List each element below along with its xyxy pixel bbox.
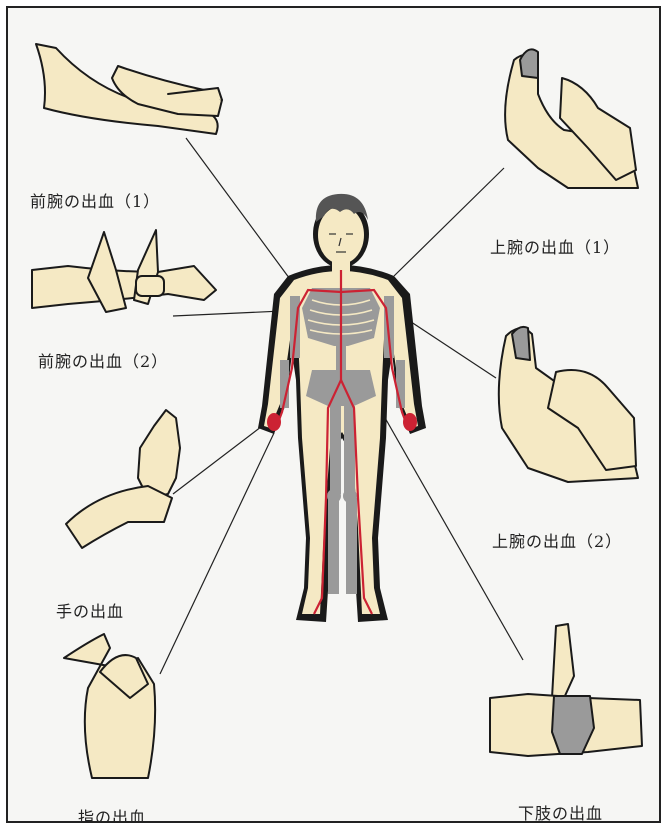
pressure-points-diagram xyxy=(8,8,661,823)
vignette-finger xyxy=(64,634,155,778)
label-forearm-bleeding-2: 前腕の出血（2） xyxy=(38,348,168,372)
leader-line-forearm-1 xyxy=(186,138,298,290)
label-upper-arm-bleeding-1: 上腕の出血（1） xyxy=(490,234,620,258)
vignette-forearm-2 xyxy=(32,230,216,312)
label-finger-bleeding: 指の出血 xyxy=(78,804,146,823)
body-figure xyxy=(258,194,426,622)
vignette-forearm-1 xyxy=(36,44,222,134)
label-forearm-bleeding-1: 前腕の出血（1） xyxy=(30,188,160,212)
vignette-lower-limb xyxy=(490,624,642,756)
vignette-upper-arm-1 xyxy=(505,49,638,188)
diagram-frame: 前腕の出血（1） 前腕の出血（2） 手の出血 指の出血 上腕の出血（1） 上腕の… xyxy=(6,6,661,823)
label-hand-bleeding: 手の出血 xyxy=(56,598,124,622)
leader-line-lower-limb xyxy=(368,388,523,660)
vignette-hand xyxy=(66,410,180,548)
label-lower-limb-bleeding: 下肢の出血 xyxy=(518,800,603,823)
arteries xyxy=(276,270,408,614)
label-upper-arm-bleeding-2: 上腕の出血（2） xyxy=(492,528,622,552)
vignette-upper-arm-2 xyxy=(499,327,638,482)
leader-line-upper-arm-1 xyxy=(394,168,504,276)
leader-line-hand xyxy=(173,420,270,494)
